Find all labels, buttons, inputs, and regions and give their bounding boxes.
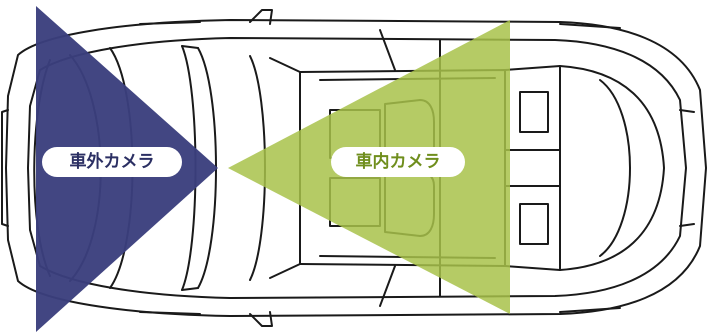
exterior-camera-label: 車外カメラ (42, 147, 182, 177)
interior-camera-label: 車内カメラ (331, 147, 465, 177)
